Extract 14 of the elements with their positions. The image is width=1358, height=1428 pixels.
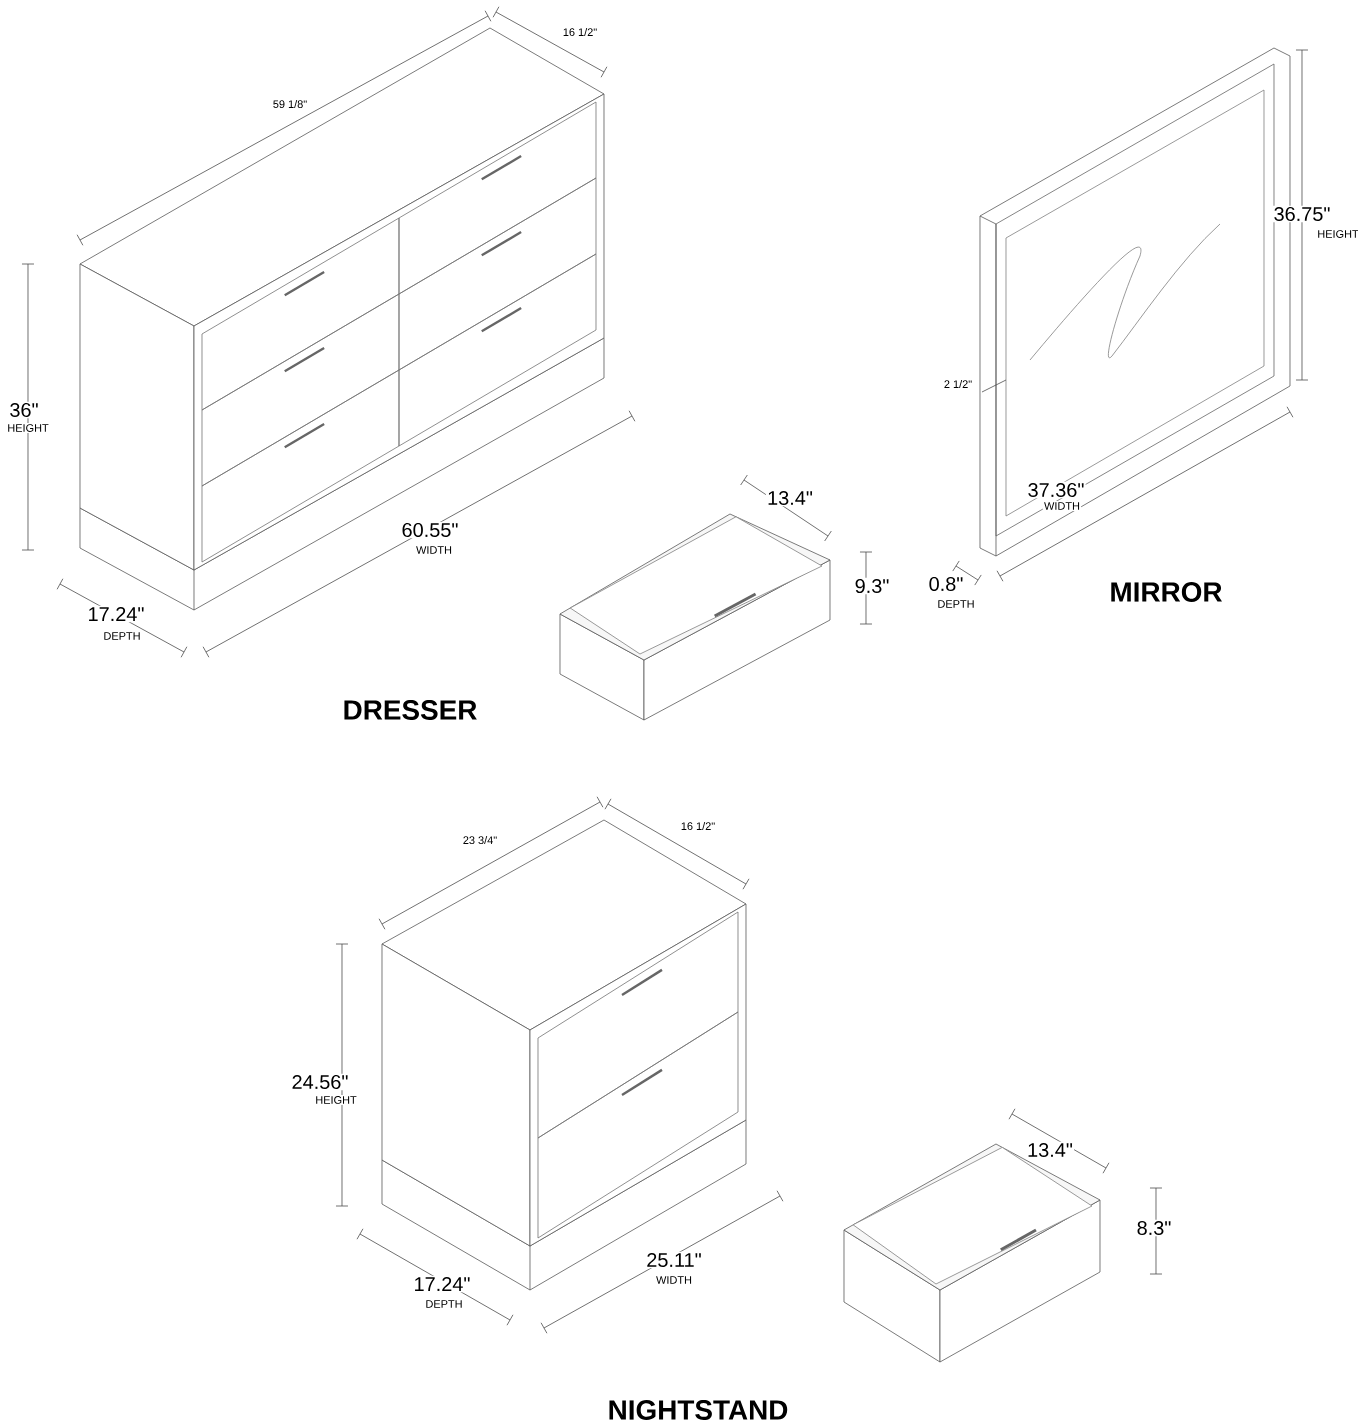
- dimension-label: 17.24": [412, 1275, 472, 1293]
- dimension-label: 0.8": [927, 575, 965, 593]
- dimension-label: 36.75": [1272, 205, 1332, 223]
- dimension-label: 17.24": [86, 605, 146, 623]
- dimension-label: 36": [8, 401, 40, 419]
- dimension-label: 25.11": [645, 1251, 703, 1269]
- dimension-label: 13.4": [1025, 1141, 1075, 1159]
- dimension-label: 60.55": [400, 521, 460, 539]
- dimension-label: 8.3": [1135, 1219, 1173, 1237]
- product-title: NIGHTSTAND: [606, 1398, 790, 1422]
- product-title: DRESSER: [341, 698, 479, 722]
- dimension-label: 9.3": [853, 577, 891, 595]
- dimension-label: 13.4": [765, 489, 815, 507]
- product-title: MIRROR: [1108, 580, 1224, 604]
